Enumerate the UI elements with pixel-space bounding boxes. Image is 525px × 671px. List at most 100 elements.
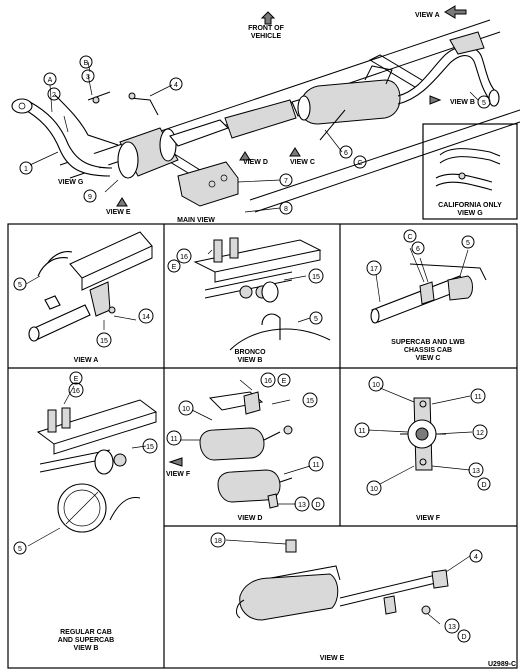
callout-7: 7 (279, 173, 293, 187)
view-c-callout-17: 17 (366, 260, 382, 276)
view-e-callout-4: 4 (469, 549, 483, 563)
view-a-callout-14: 14 (138, 308, 154, 324)
bronco-caption: BRONCO (234, 349, 266, 356)
figure-id: U2989-C (488, 661, 516, 668)
svg-text:11: 11 (474, 394, 481, 401)
svg-text:15: 15 (146, 444, 154, 451)
view-d-callout-15: 15 (302, 392, 318, 408)
regular-caption-3: VIEW B (74, 645, 99, 652)
callout-8: 8 (279, 201, 293, 215)
bronco-view-b: 16 E 15 5 BRONCO VIEW B (167, 237, 331, 364)
converter-rear (224, 99, 297, 139)
svg-text:16: 16 (180, 254, 188, 261)
svg-text:15: 15 (306, 398, 314, 405)
svg-text:14: 14 (142, 314, 150, 321)
view-c-callout-c: C (403, 229, 417, 243)
view-f-callout-d: D (477, 477, 491, 491)
callout-3: 3 (81, 69, 95, 83)
callout-1: 1 (19, 161, 33, 175)
svg-text:15: 15 (100, 338, 108, 345)
view-a: 5 14 15 VIEW A (13, 231, 154, 364)
front-of-vehicle-label: FRONT OF (248, 25, 284, 32)
view-d-callout-e: E (277, 373, 291, 387)
callout-4: 4 (169, 77, 183, 91)
view-f-caption: VIEW F (416, 515, 441, 522)
svg-text:11: 11 (358, 428, 365, 435)
tailpipe-hanger (449, 31, 485, 55)
view-c: C 6 5 17 SUPERCAB AND LWB CHASSIS CAB VI… (366, 229, 487, 362)
regular-callout-e: E (69, 371, 83, 385)
panel-grid (7, 223, 518, 669)
view-a-caption: VIEW A (74, 357, 99, 364)
svg-text:8: 8 (284, 206, 288, 213)
bronco-callout-15: 15 (308, 268, 324, 284)
view-d-callout-16: 16 (260, 372, 276, 388)
view-d-arrow (239, 151, 251, 161)
view-f-callout-11a: 11 (470, 388, 486, 404)
view-a-callout-5: 5 (13, 277, 27, 291)
front-of-vehicle-label-2: VEHICLE (251, 33, 282, 40)
svg-text:5: 5 (18, 282, 22, 289)
view-e-arrow (116, 197, 128, 207)
regular-caption: REGULAR CAB (60, 629, 112, 636)
heat-shield (177, 161, 239, 207)
view-f-callout-12: 12 (472, 424, 488, 440)
bronco-caption-2: VIEW B (238, 357, 263, 364)
callout-9: 9 (83, 189, 97, 203)
svg-text:10: 10 (372, 382, 380, 389)
view-a-callout-15: 15 (96, 332, 112, 348)
svg-text:18: 18 (214, 538, 222, 545)
svg-text:7: 7 (284, 178, 288, 185)
view-a-arrow-label: VIEW A (415, 12, 440, 19)
view-c-callout-5: 5 (461, 235, 475, 249)
view-f-callout-11b: 11 (354, 422, 370, 438)
view-e-callout-13: 13 (444, 618, 460, 634)
svg-text:E: E (172, 264, 177, 271)
view-a-arrow (444, 5, 467, 19)
front-arrow (260, 11, 276, 25)
view-e-callout-d: D (457, 629, 471, 643)
svg-text:C: C (357, 160, 362, 167)
view-b-arrow (429, 95, 442, 105)
view-e-callout-18: 18 (210, 532, 226, 548)
view-e-heat-shield (239, 573, 339, 621)
manifold-flange (11, 98, 33, 114)
svg-text:12: 12 (476, 430, 484, 437)
svg-text:6: 6 (416, 246, 420, 253)
callout-a: A (43, 72, 57, 86)
view-c-arrow-label: VIEW C (290, 159, 315, 166)
view-f-callout-13: 13 (468, 462, 484, 478)
muffler (299, 79, 401, 125)
view-d-callout-d: D (311, 497, 325, 511)
regular-callout-16: 16 (68, 382, 84, 398)
svg-text:C: C (407, 234, 412, 241)
view-e-caption: VIEW E (320, 655, 345, 662)
svg-text:16: 16 (72, 388, 80, 395)
svg-text:5: 5 (466, 240, 470, 247)
bronco-callout-16: 16 (176, 248, 192, 264)
svg-text:2: 2 (52, 92, 56, 99)
main-view: A 2 B 3 4 1 9 7 8 6 C 5 FRONT OF VEHICLE… (11, 5, 521, 224)
svg-text:11: 11 (170, 436, 177, 443)
svg-text:5: 5 (18, 546, 22, 553)
view-c-callout-6: 6 (411, 241, 425, 255)
regular-callout-5: 5 (13, 541, 27, 555)
view-c-caption: SUPERCAB AND LWB (391, 339, 465, 346)
callout-2: 2 (47, 87, 61, 101)
svg-text:D: D (481, 482, 486, 489)
view-e-arrow-label: VIEW E (106, 209, 131, 216)
svg-text:5: 5 (314, 316, 318, 323)
view-d-caption: VIEW D (238, 515, 263, 522)
view-f-arrow-label: VIEW F (166, 471, 191, 478)
view-f: 10 11 11 12 10 13 D VIEW F (354, 376, 491, 522)
svg-text:13: 13 (298, 502, 306, 509)
svg-text:3: 3 (86, 74, 90, 81)
svg-text:11: 11 (312, 462, 319, 469)
view-g-caption: CALIFORNIA ONLY (438, 202, 502, 209)
view-d: 16 E 15 10 11 11 13 D VIEW F VIEW D (166, 372, 325, 522)
view-c-caption-3: VIEW C (416, 355, 441, 362)
view-d-converter-upper (199, 427, 265, 461)
svg-text:10: 10 (182, 406, 190, 413)
svg-text:E: E (74, 376, 79, 383)
